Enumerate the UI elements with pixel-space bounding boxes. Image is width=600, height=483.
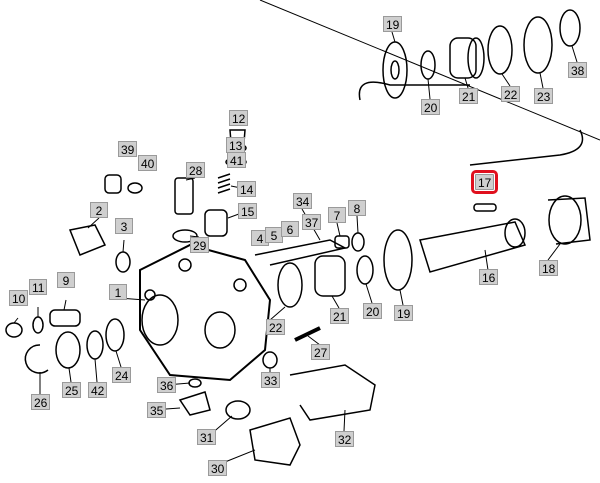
part-label-31[interactable]: 31 xyxy=(197,429,217,445)
ring-40 xyxy=(127,182,143,194)
washer-3 xyxy=(115,251,131,273)
part-label-18[interactable]: 18 xyxy=(539,260,559,276)
part-label-27[interactable]: 27 xyxy=(311,344,331,360)
piston-15 xyxy=(204,209,228,237)
part-label-12[interactable]: 12 xyxy=(229,110,249,126)
part-label-17-highlighted[interactable]: 17 xyxy=(470,170,499,194)
pump-body-1 xyxy=(139,243,272,382)
part-label-22b[interactable]: 22 xyxy=(266,319,286,335)
ring-22 xyxy=(487,25,513,75)
part-label-39[interactable]: 39 xyxy=(118,141,138,157)
ring-24 xyxy=(105,318,125,352)
washer-19b xyxy=(383,229,413,291)
part-label-38[interactable]: 38 xyxy=(568,62,588,78)
part-label-11[interactable]: 11 xyxy=(29,279,48,295)
snap-ring-26 xyxy=(24,344,49,374)
fitting-35 xyxy=(178,391,211,416)
part-label-21[interactable]: 21 xyxy=(459,88,479,104)
part-label-41[interactable]: 41 xyxy=(227,152,247,168)
plug-7 xyxy=(334,235,350,249)
seal-29 xyxy=(172,229,198,243)
part-label-33[interactable]: 33 xyxy=(261,372,281,388)
part-label-34[interactable]: 34 xyxy=(293,193,313,209)
seal-8 xyxy=(351,232,365,252)
part-label-40[interactable]: 40 xyxy=(138,155,158,171)
ring-23 xyxy=(523,16,553,74)
spring-14 xyxy=(217,173,231,194)
ring-25 xyxy=(55,331,81,369)
washer-19 xyxy=(382,41,408,99)
part-label-22[interactable]: 22 xyxy=(501,86,521,102)
part-label-30[interactable]: 30 xyxy=(208,460,228,476)
part-label-14[interactable]: 14 xyxy=(237,181,257,197)
cap-39 xyxy=(104,174,122,194)
seal-11 xyxy=(32,316,44,334)
part-label-3[interactable]: 3 xyxy=(115,218,133,234)
part-label-1[interactable]: 1 xyxy=(109,284,127,300)
part-label-20[interactable]: 20 xyxy=(421,99,441,115)
part-label-8[interactable]: 8 xyxy=(348,200,366,216)
key-17 xyxy=(473,203,497,212)
part-label-32[interactable]: 32 xyxy=(335,431,355,447)
bearing-21b xyxy=(314,255,346,297)
elbow-30 xyxy=(249,417,301,466)
leader-lines xyxy=(13,31,578,463)
part-label-2[interactable]: 2 xyxy=(90,202,108,218)
ring-22b xyxy=(277,262,303,308)
part-label-6[interactable]: 6 xyxy=(281,221,299,237)
part-label-37[interactable]: 37 xyxy=(302,214,322,230)
part-label-25[interactable]: 25 xyxy=(62,382,82,398)
shaft-16 xyxy=(419,221,527,273)
part-label-26[interactable]: 26 xyxy=(31,394,51,410)
seal-42 xyxy=(86,330,104,360)
plug-10 xyxy=(5,322,23,338)
part-label-13[interactable]: 13 xyxy=(226,137,246,153)
part-label-4[interactable]: 4 xyxy=(251,230,269,246)
part-label-7[interactable]: 7 xyxy=(328,207,346,223)
elbow-2 xyxy=(68,224,107,256)
part-label-36[interactable]: 36 xyxy=(157,377,177,393)
seal-20 xyxy=(420,50,436,80)
valve-parts-34 xyxy=(254,239,348,266)
part-label-21b[interactable]: 21 xyxy=(330,308,350,324)
ring-36 xyxy=(188,378,202,388)
part-label-20b[interactable]: 20 xyxy=(363,303,383,319)
elbow-32 xyxy=(289,364,376,421)
bearing-21 xyxy=(449,37,477,79)
part-label-29[interactable]: 29 xyxy=(190,237,210,253)
part-label-9[interactable]: 9 xyxy=(57,272,75,288)
valve-9 xyxy=(49,309,81,327)
part-label-19[interactable]: 19 xyxy=(383,16,403,32)
seal-33 xyxy=(262,351,278,369)
assembly-line xyxy=(358,81,584,166)
bolt-27 xyxy=(294,326,321,342)
ring-31 xyxy=(225,400,251,420)
part-label-35[interactable]: 35 xyxy=(147,402,167,418)
part-label-16[interactable]: 16 xyxy=(479,269,499,285)
part-label-23[interactable]: 23 xyxy=(534,88,554,104)
seal-20b xyxy=(356,255,374,285)
fitting-28 xyxy=(174,177,194,215)
part-label-15[interactable]: 15 xyxy=(238,203,258,219)
part-label-42[interactable]: 42 xyxy=(88,382,108,398)
part-label-10[interactable]: 10 xyxy=(9,290,29,306)
part-label-28[interactable]: 28 xyxy=(186,162,206,178)
sleeve-18 xyxy=(548,195,582,245)
ring-38 xyxy=(559,9,581,47)
part-label-19b[interactable]: 19 xyxy=(394,305,414,321)
assembly-line xyxy=(259,0,600,141)
part-label-24[interactable]: 24 xyxy=(112,367,132,383)
